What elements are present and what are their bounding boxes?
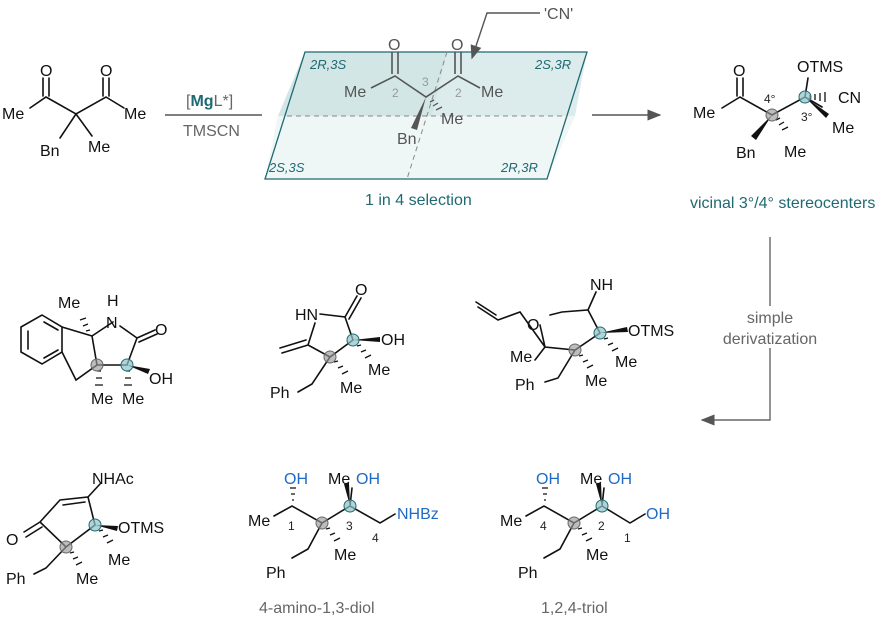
atom-nh: HN — [295, 307, 318, 324]
derivatization-label: derivatization — [723, 331, 817, 348]
stereocenter-label: 3° — [801, 110, 813, 124]
atom-ph: Ph — [518, 565, 538, 582]
atom-ph: Ph — [270, 385, 290, 402]
atom-me: Me — [615, 354, 637, 371]
atom-me: Me — [368, 362, 390, 379]
derivatization-arrow: simple derivatization — [700, 237, 817, 426]
atom-me: Me — [832, 120, 854, 137]
atom-bn: Bn — [397, 131, 417, 148]
atom-o: O — [155, 322, 167, 339]
atom-oh: OH — [149, 371, 173, 388]
atom-me: Me — [510, 349, 532, 366]
atom-o: O — [6, 532, 18, 549]
product-caption: vicinal 3°/4° stereocenters — [690, 195, 875, 212]
atom-me: Me — [76, 571, 98, 588]
atom-me: Me — [58, 295, 80, 312]
atom-nhbz: NHBz — [397, 506, 439, 523]
atom-me: Me — [340, 380, 362, 397]
derivative-methylene-lactam: HN O OH Me Me Ph — [270, 282, 405, 402]
atom-n: N — [106, 315, 118, 332]
atom-o: O — [733, 63, 745, 80]
atom-o: O — [451, 37, 463, 54]
derivatization-label: simple — [747, 310, 793, 327]
atom-oh: OH — [356, 471, 380, 488]
atom-o: O — [355, 282, 367, 299]
derivative-iminolactone: O NH OTMS Me Me Me Ph — [475, 277, 674, 394]
carbon-number: 4 — [540, 519, 547, 533]
atom-nhac: NHAc — [92, 471, 134, 488]
reaction-conditions: [MgL*] TMSCN — [165, 93, 262, 140]
atom-nh: NH — [590, 277, 613, 294]
atom-me: Me — [441, 111, 463, 128]
atom-oh: OH — [284, 471, 308, 488]
derivative-indane-lactam: Me H N O OH Me Me — [20, 293, 173, 408]
carbon-number: 4 — [372, 531, 379, 545]
atom-me: Me — [108, 552, 130, 569]
atom-me: Me — [91, 391, 113, 408]
atom-h: H — [107, 293, 119, 310]
atom-cn: CN — [838, 90, 861, 107]
atom-me: Me — [784, 144, 806, 161]
carbon-number: 2 — [455, 86, 462, 100]
atom-otms: OTMS — [797, 59, 843, 76]
atom-oh: OH — [646, 506, 670, 523]
atom-me: Me — [334, 547, 356, 564]
derivative-triol: OH Me OH Me OH 4 2 1 Me Ph 1,2,4-triol — [500, 471, 670, 617]
atom-me: Me — [328, 471, 350, 488]
carbon-number: 3 — [422, 75, 429, 89]
catalyst-label: [MgL*] — [186, 93, 233, 110]
atom-o: O — [388, 37, 400, 54]
cyanide-label: 'CN' — [544, 6, 573, 23]
atom-me: Me — [585, 373, 607, 390]
quadrant-label: 2S,3R — [534, 57, 571, 72]
carbon-number: 2 — [392, 86, 399, 100]
atom-me: Me — [580, 471, 602, 488]
atom-me: Me — [344, 84, 366, 101]
atom-ph: Ph — [266, 565, 286, 582]
reagent-label: TMSCN — [183, 123, 240, 140]
atom-otms: OTMS — [628, 323, 674, 340]
atom-me: Me — [481, 84, 503, 101]
selection-caption: 1 in 4 selection — [365, 192, 472, 209]
atom-o: O — [100, 63, 112, 80]
carbon-number: 2 — [598, 519, 605, 533]
atom-me: Me — [124, 106, 146, 123]
atom-o: O — [527, 317, 539, 334]
atom-ph: Ph — [515, 377, 535, 394]
selection-plane: 2R,3S 2S,3R 2S,3S 2R,3R O O Me Me Me Bn … — [264, 6, 588, 209]
atom-oh: OH — [536, 471, 560, 488]
atom-oh: OH — [381, 332, 405, 349]
atom-oh: OH — [608, 471, 632, 488]
carbon-number: 3 — [346, 519, 353, 533]
starting-material: O O Me Me Bn Me — [2, 63, 146, 160]
derivative-cyclopentenone: NHAc O OTMS Me Me Ph — [6, 471, 164, 588]
derivative-caption: 4-amino-1,3-diol — [259, 600, 375, 617]
quadrant-label: 2R,3R — [500, 160, 538, 175]
atom-me: Me — [586, 547, 608, 564]
atom-o: O — [40, 63, 52, 80]
atom-me: Me — [500, 513, 522, 530]
product: O Me OTMS CN Me Bn Me 4° 3° vicinal 3°/4… — [690, 59, 875, 212]
carbon-number: 1 — [624, 531, 631, 545]
carbon-number: 1 — [288, 519, 295, 533]
atom-me: Me — [88, 139, 110, 156]
stereocenter-label: 4° — [764, 92, 776, 106]
atom-me: Me — [122, 391, 144, 408]
atom-ph: Ph — [6, 571, 26, 588]
atom-bn: Bn — [40, 143, 60, 160]
derivative-caption: 1,2,4-triol — [541, 600, 608, 617]
quadrant-label: 2S,3S — [268, 160, 305, 175]
derivative-amino-diol: OH Me OH Me NHBz 1 3 4 Me Ph 4-amino-1,3… — [248, 471, 439, 617]
atom-me: Me — [2, 106, 24, 123]
atom-me: Me — [248, 513, 270, 530]
atom-me: Me — [693, 105, 715, 122]
atom-otms: OTMS — [118, 520, 164, 537]
atom-bn: Bn — [736, 145, 756, 162]
quadrant-label: 2R,3S — [309, 57, 346, 72]
